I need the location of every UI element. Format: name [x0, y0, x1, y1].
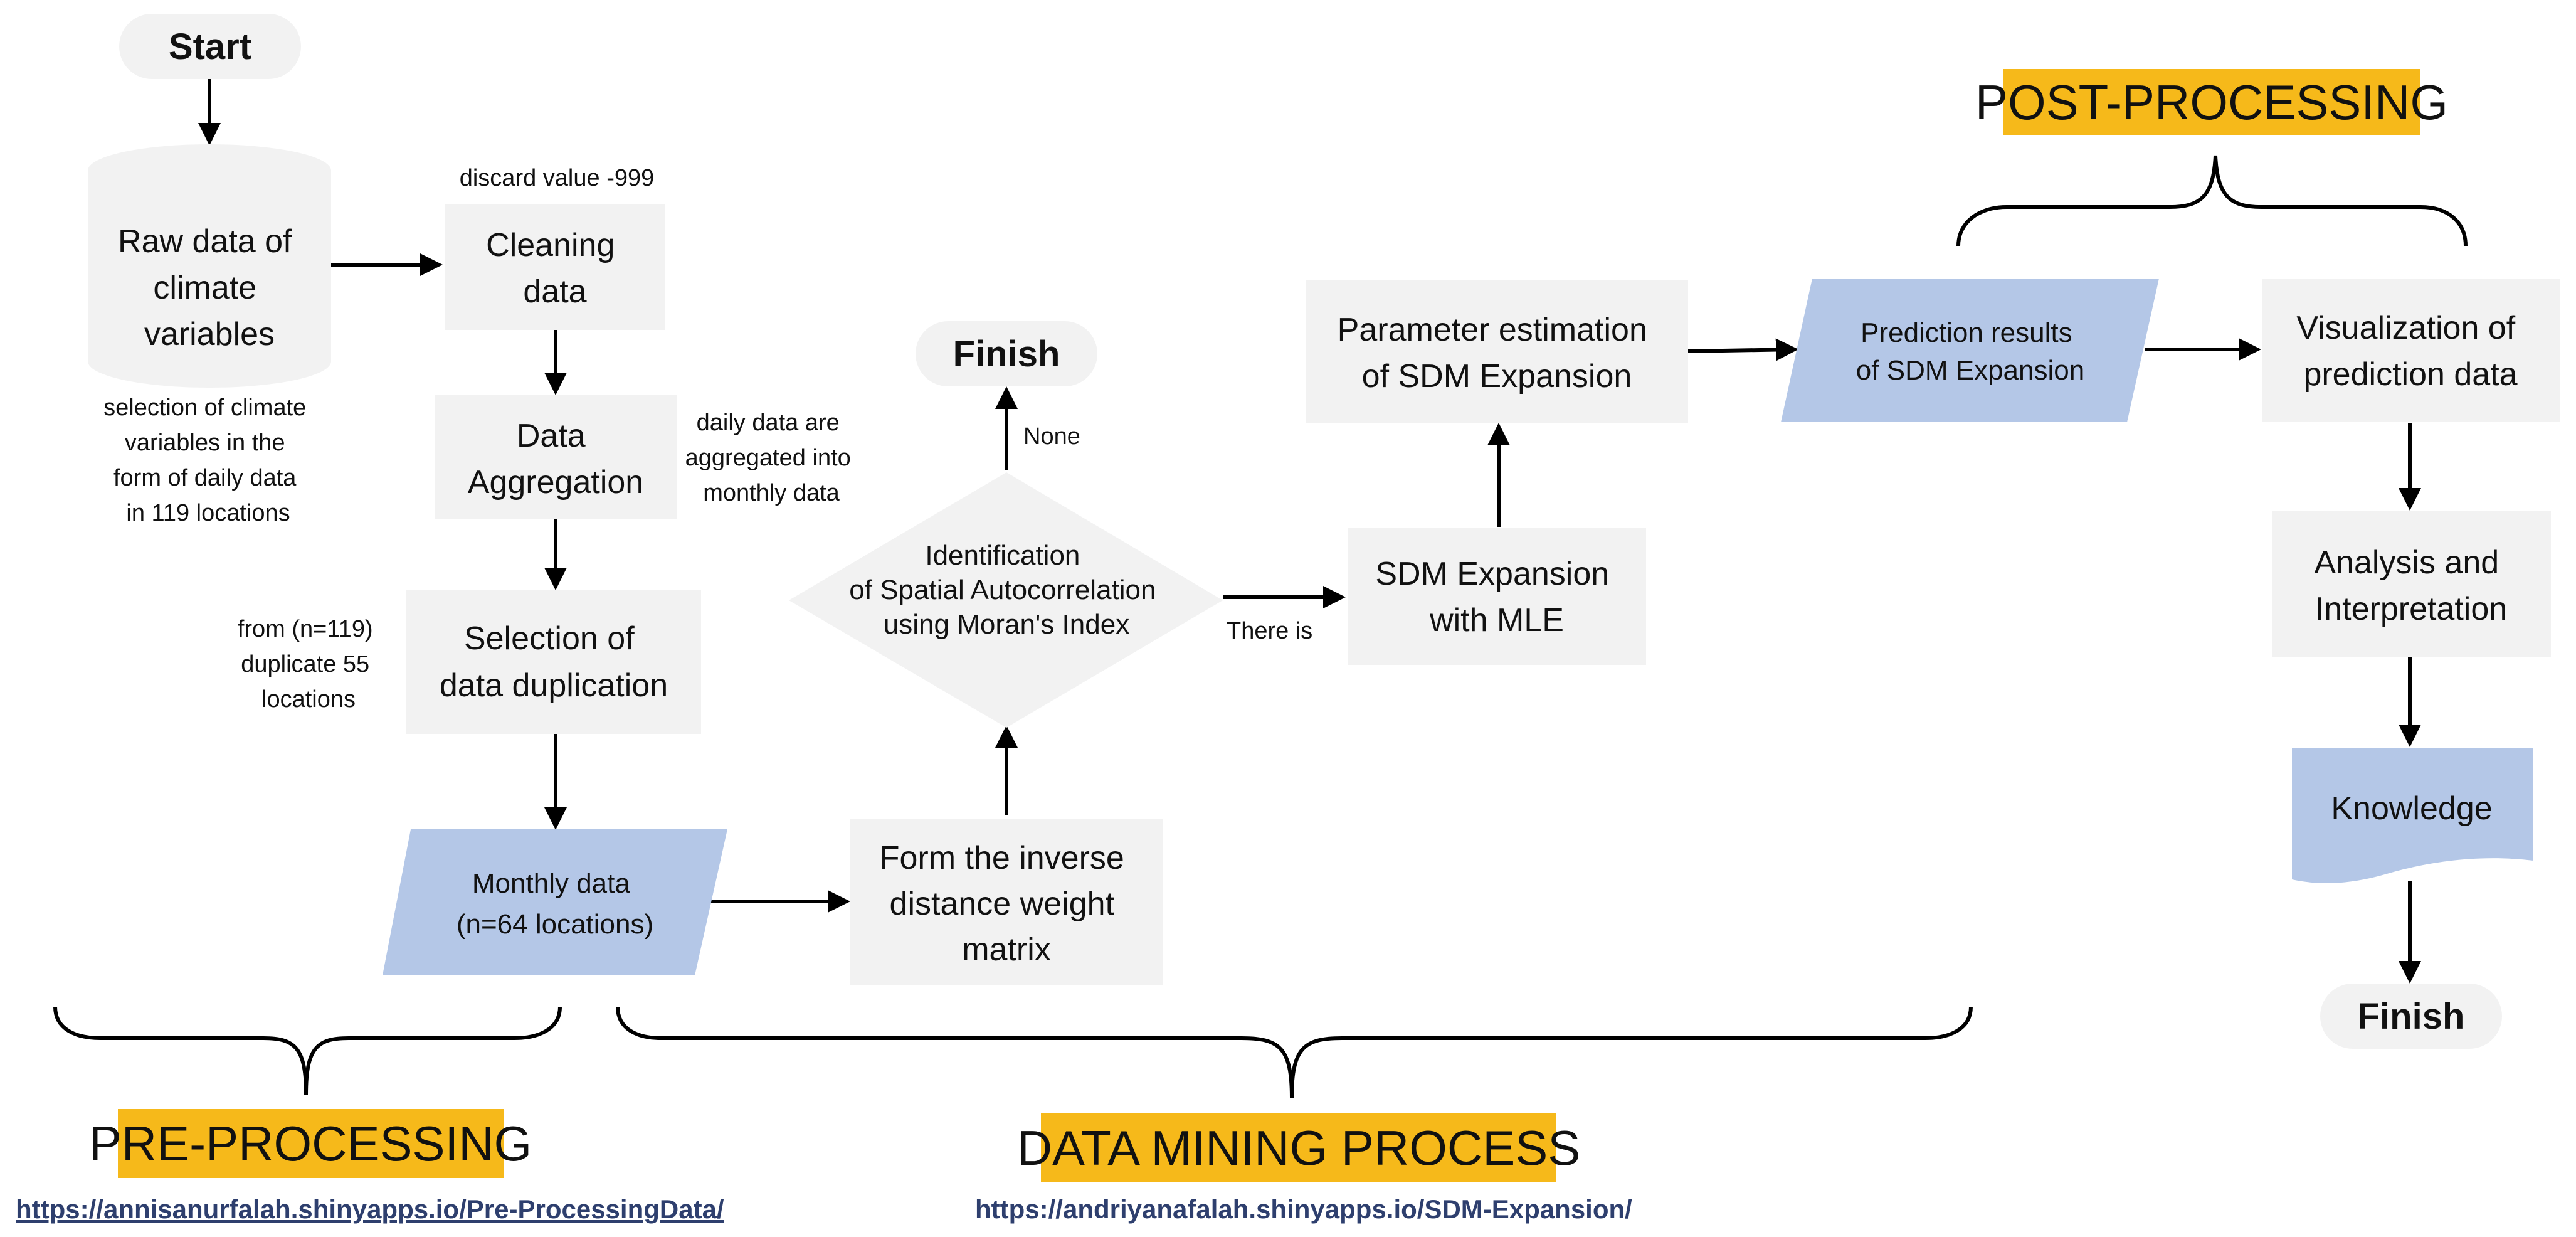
- selection-label-1: Selection of: [464, 620, 635, 657]
- visualization-label-1: Visualization of: [2296, 310, 2515, 346]
- svg-text:Identification of Spatia: Identification of Spatial Autocorrelatio…: [849, 540, 1163, 640]
- aggregation-label-1: Data: [517, 418, 586, 454]
- visualization-label-2: prediction data: [2303, 356, 2517, 393]
- svg-text:Form the inverse distanc: Form the inverse distance weight matrix: [880, 840, 1134, 968]
- knowledge-label: Knowledge: [2331, 790, 2492, 827]
- analysis-label-2: Interpretation: [2315, 591, 2507, 627]
- param-label-2: of SDM Expansion: [1362, 358, 1632, 395]
- raw-data-cylinder: Raw data of climate variables: [88, 144, 331, 388]
- monthly-label-1: Monthly data: [472, 868, 630, 899]
- start-label: Start: [169, 26, 251, 67]
- idw-label-3: matrix: [962, 932, 1051, 968]
- moran-label-2: of Spatial Autocorrelation: [849, 575, 1156, 605]
- svg-text:POST-PROCESSING: POST-PROCESSING: [1975, 75, 2448, 130]
- note-aggregated: daily data are aggregated into monthly d…: [685, 410, 858, 506]
- selection-duplication-box: Selection of data duplication: [406, 590, 701, 734]
- analysis-label-1: Analysis and: [2314, 544, 2499, 581]
- note-duplicate: from (n=119) duplicate 55 locations: [238, 616, 379, 713]
- aggregation-label-2: Aggregation: [468, 464, 643, 501]
- phase-label-post-processing: POST-PROCESSING: [1975, 69, 2448, 135]
- cleaning-label-1: Cleaning: [486, 227, 615, 263]
- svg-text:Monthly data (n=64 locat: Monthly data (n=64 locations): [457, 868, 653, 940]
- note-selection-climate: selection of climate variables in the fo…: [103, 395, 313, 526]
- moran-decision-diamond: Identification of Spatial Autocorrelatio…: [789, 472, 1223, 728]
- knowledge-document-shape: Knowledge: [2292, 748, 2533, 883]
- svg-text:Selection of data duplic: Selection of data duplication: [440, 620, 668, 704]
- prediction-label-1: Prediction results: [1861, 317, 2072, 348]
- raw-data-label-1: Raw data of: [118, 223, 292, 260]
- idw-matrix-box: Form the inverse distance weight matrix: [850, 819, 1163, 985]
- phase-label-data-mining: DATA MINING PROCESS: [1017, 1113, 1581, 1182]
- edge-param-to-prediction: [1687, 338, 1798, 361]
- svg-text:Parameter estimation of: Parameter estimation of SDM Expansion: [1338, 312, 1657, 395]
- finish-bottom-label: Finish: [2358, 996, 2465, 1037]
- note-none: None: [1023, 423, 1080, 450]
- svg-text:Visualization of predict: Visualization of prediction data: [2296, 310, 2524, 393]
- raw-data-label-3: variables: [144, 316, 275, 353]
- link-sdm-expansion[interactable]: https://andriyanafalah.shinyapps.io/SDM-…: [975, 1194, 1632, 1224]
- param-label-1: Parameter estimation: [1338, 312, 1647, 348]
- note-discard: discard value -999: [460, 165, 655, 191]
- selection-label-2: data duplication: [440, 667, 668, 704]
- cleaning-data-box: Cleaning data: [445, 204, 665, 330]
- parameter-estimation-box: Parameter estimation of SDM Expansion: [1306, 280, 1688, 423]
- sdm-mle-label-2: with MLE: [1429, 602, 1564, 639]
- svg-text:DATA MINING PROCESS: DATA MINING PROCESS: [1017, 1120, 1581, 1176]
- svg-text:Raw data of climate: Raw data of climate variables: [118, 223, 301, 353]
- start-terminal: Start: [119, 14, 301, 79]
- idw-label-1: Form the inverse: [880, 840, 1124, 876]
- prediction-results-shape: Prediction results of SDM Expansion: [1781, 279, 2159, 422]
- finish-terminal-top: Finish: [916, 321, 1097, 386]
- visualization-box: Visualization of prediction data: [2262, 279, 2560, 422]
- svg-text:Data Aggregation: Data Aggregation: [468, 418, 643, 501]
- svg-text:Cleaning data: Cleaning data: [486, 227, 624, 310]
- brace-post-processing: [1956, 155, 2468, 247]
- brace-data-mining: [616, 1006, 1973, 1098]
- sdm-mle-box: SDM Expansion with MLE: [1348, 528, 1646, 665]
- data-aggregation-box: Data Aggregation: [435, 395, 677, 519]
- moran-label-1: Identification: [925, 540, 1080, 571]
- note-there-is: There is: [1227, 618, 1312, 644]
- monthly-label-2: (n=64 locations): [457, 909, 653, 940]
- finish-top-label: Finish: [953, 334, 1060, 374]
- prediction-label-2: of SDM Expansion: [1856, 355, 2084, 386]
- cleaning-label-2: data: [523, 273, 586, 310]
- raw-data-label-2: climate: [153, 270, 256, 306]
- finish-terminal-bottom: Finish: [2320, 984, 2502, 1049]
- analysis-box: Analysis and Interpretation: [2272, 511, 2551, 657]
- monthly-data-shape: Monthly data (n=64 locations): [383, 829, 727, 975]
- svg-text:Prediction results of SD: Prediction results of SDM Expansion: [1856, 317, 2084, 386]
- phase-label-pre-processing: PRE-PROCESSING: [89, 1109, 532, 1178]
- svg-text:SDM Expansion with MLE: SDM Expansion with MLE: [1375, 556, 1618, 639]
- svg-text:PRE-PROCESSING: PRE-PROCESSING: [89, 1116, 532, 1171]
- link-pre-processing[interactable]: https://annisanurfalah.shinyapps.io/Pre-…: [16, 1194, 724, 1224]
- sdm-mle-label-1: SDM Expansion: [1375, 556, 1609, 592]
- idw-label-2: distance weight: [890, 886, 1115, 922]
- svg-text:Analysis and Interpretat: Analysis and Interpretation: [2314, 544, 2508, 627]
- moran-label-3: using Moran's Index: [884, 609, 1129, 640]
- brace-pre-processing: [53, 1006, 562, 1095]
